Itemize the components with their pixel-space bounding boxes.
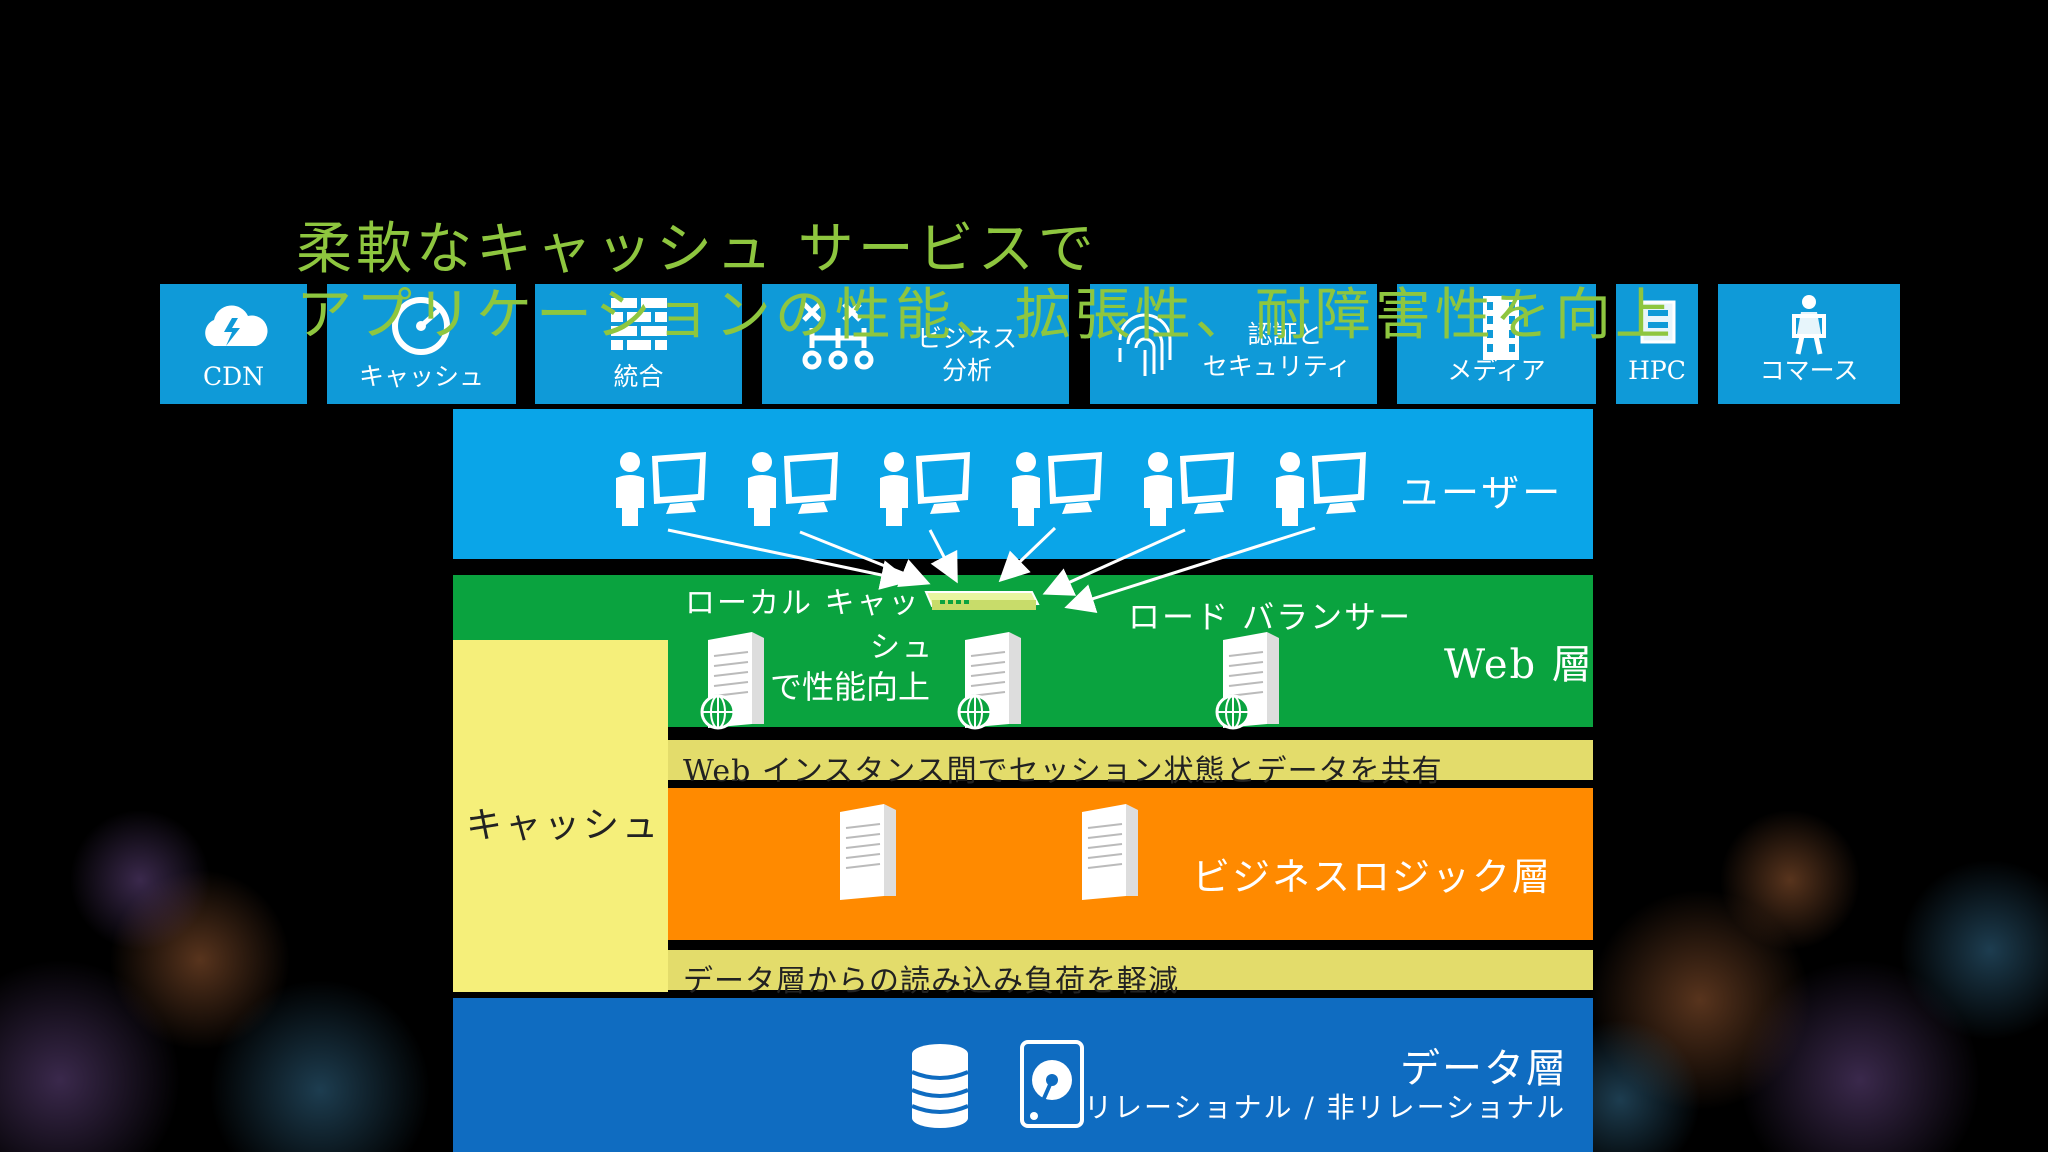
tile-media: メディア [1397, 284, 1596, 404]
cache-column-label: キャッシュ [466, 805, 662, 846]
local-cache-label-line1: ローカル キャッ [685, 586, 921, 621]
network-nodes-icon [802, 302, 874, 370]
session-strip [668, 740, 1593, 780]
tile-security: 認証と セキュリティ [1090, 284, 1377, 404]
tile-commerce-label: コマース [1759, 356, 1859, 385]
shopper-icon [1792, 295, 1826, 355]
data-tier-label: データ層 [1400, 1046, 1568, 1092]
fingerprint-icon [1118, 313, 1172, 376]
read-load-strip [668, 950, 1593, 990]
chip-icon [1640, 300, 1676, 344]
tile-hpc-label: HPC [1628, 356, 1686, 385]
globe-icon [1215, 694, 1251, 730]
web-tier-label: Web 層 [1444, 642, 1594, 688]
hard-disk-icon [1020, 1040, 1084, 1128]
cache-column [453, 640, 668, 992]
page-title-line2: アプリケーションの性能、拡張性、耐障害性を向上 [296, 283, 1675, 348]
gauge-icon [392, 297, 450, 355]
globe-icon [957, 694, 993, 730]
film-icon [1483, 296, 1519, 360]
business-tier-label: ビジネスロジック層 [1192, 855, 1553, 899]
app-server-icon [839, 803, 897, 901]
tile-cache: キャッシュ [327, 284, 516, 404]
user-workstation-icon [1276, 452, 1366, 526]
tile-analytics-label-line2: 分析 [941, 356, 992, 385]
tile-cdn-label: CDN [202, 362, 265, 391]
tile-analytics: ビジネス 分析 [762, 284, 1069, 404]
tile-security-label-line1: 認証と [1247, 320, 1323, 349]
tile-commerce: コマース [1718, 284, 1900, 404]
local-cache-label-line2: シュ [870, 630, 934, 665]
local-cache-label-line3: で性能向上 [770, 668, 931, 706]
read-load-strip-label: データ層からの読み込み負荷を軽減 [683, 964, 1179, 999]
tile-security-label-line2: セキュリティ [1202, 352, 1352, 381]
user-workstation-icon [1012, 452, 1102, 526]
brick-wall-icon [611, 298, 667, 350]
tile-hpc: HPC [1616, 284, 1698, 404]
cloud-lightning-icon [205, 305, 268, 346]
tile-integration-label: 統合 [613, 362, 664, 391]
tile-cdn: CDN [160, 284, 307, 404]
user-workstation-icon [616, 452, 706, 526]
user-to-lb-arrows [667, 526, 1316, 614]
tile-cache-label: キャッシュ [358, 362, 484, 391]
user-workstation-icon [748, 452, 838, 526]
tile-integration: 統合 [535, 284, 742, 404]
load-balancer-label: ロード バランサー [1128, 598, 1413, 636]
load-balancer-icon [924, 591, 1040, 610]
session-strip-label: Web インスタンス間でセッション状態とデータを共有 [683, 754, 1443, 789]
user-workstation-icon [880, 452, 970, 526]
tile-media-label: メディア [1447, 356, 1546, 385]
app-server-icon [1081, 803, 1139, 901]
page-title-line1: 柔軟なキャッシュ サービスで [296, 217, 1098, 282]
database-icon [911, 1044, 969, 1128]
tile-analytics-label-line1: ビジネス [916, 324, 1017, 353]
globe-icon [700, 694, 736, 730]
data-tier-sublabel: リレーショナル / 非リレーショナル [1084, 1091, 1567, 1124]
user-workstation-icon [1144, 452, 1234, 526]
users-tier-label: ユーザー [1400, 471, 1564, 515]
